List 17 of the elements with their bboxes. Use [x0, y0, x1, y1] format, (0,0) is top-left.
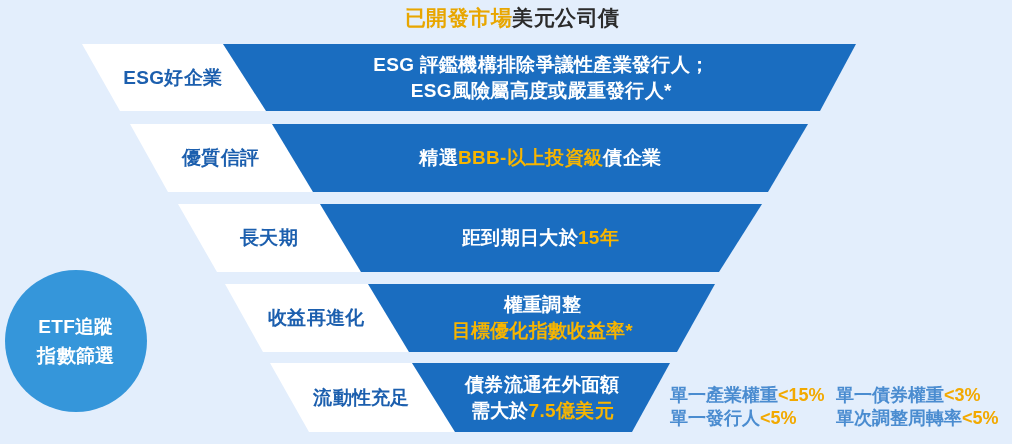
- note-text: 單次調整周轉率<5%: [836, 408, 999, 430]
- criteria-text: ESG 評鑑機構排除爭議性產業發行人；ESG風險屬高度或嚴重發行人*: [372, 52, 711, 103]
- criteria-text: 精選BBB-以上投資級債企業: [418, 145, 662, 170]
- criteria-text: 目標優化指數收益率*: [450, 319, 634, 343]
- tier-label: ESG好企業: [122, 65, 223, 90]
- note-text: 單一發行人<5%: [670, 408, 797, 430]
- note-text: 單一產業權重<15%: [670, 385, 825, 407]
- criteria-text: 距到期日大於15年: [461, 225, 620, 250]
- criteria-text: 債券流通在外面額需大於7.5億美元: [464, 372, 621, 423]
- tier-label: 長天期: [239, 225, 299, 250]
- tier-label: 收益再進化: [267, 305, 366, 330]
- diagram-title: 已開發市場美元公司債: [404, 5, 620, 31]
- circle-label: ETF追蹤指數篩選: [36, 314, 116, 368]
- tier-label: 優質信評: [181, 145, 261, 170]
- tier-label: 流動性充足: [312, 385, 411, 410]
- note-text: 單一債券權重<3%: [836, 385, 981, 407]
- criteria-text: 權重調整: [502, 292, 582, 317]
